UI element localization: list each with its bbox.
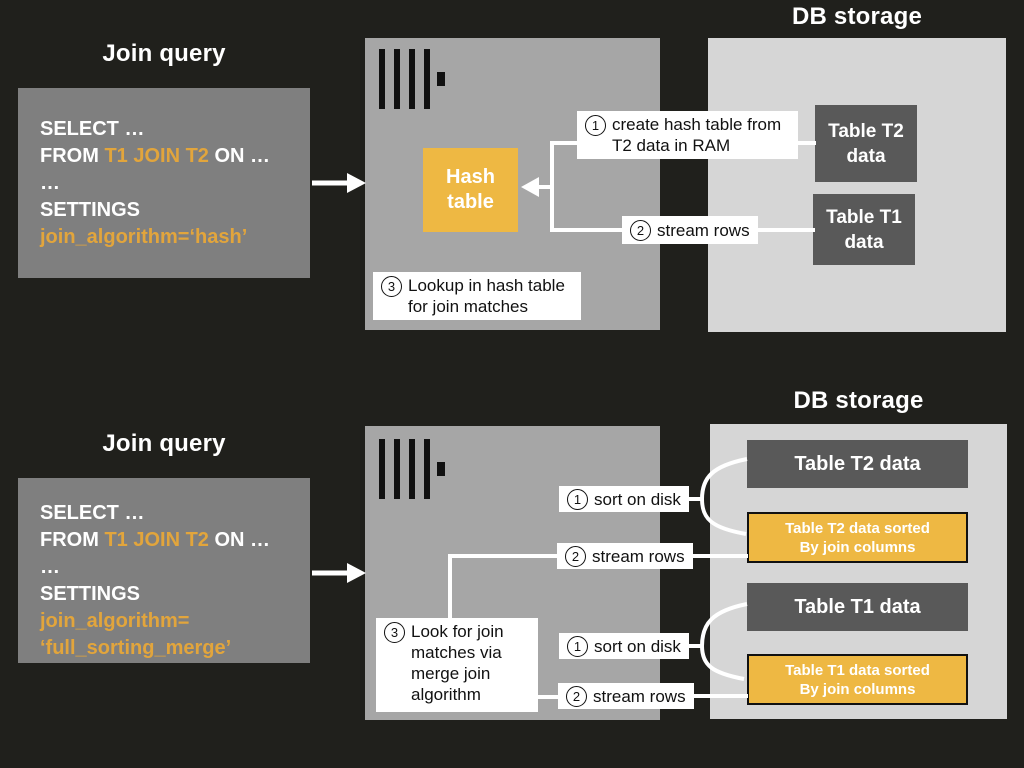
step-number-icon: 1 <box>585 115 606 136</box>
step-merge-lookup-label: 3 Look for join matches via merge join a… <box>376 618 538 712</box>
step-lookup-text: Lookup in hash table for join matches <box>408 276 565 316</box>
join-tables: T1 JOIN T2 <box>104 529 209 551</box>
query-to-server-arrowhead <box>347 563 366 583</box>
table-t2-sorted-line2: By join columns <box>799 538 916 556</box>
query-line-ellipsis: … <box>40 556 60 578</box>
table-t1-sorted-line1: Table T1 data sorted <box>785 661 930 679</box>
step-number-icon: 1 <box>567 635 588 657</box>
hash-join-query-title: Join query <box>102 40 226 67</box>
query-line-from: FROM T1 JOIN T2 ON … <box>40 527 300 554</box>
query-line-select: SELECT … <box>40 502 145 524</box>
on-clause: ON … <box>208 529 271 551</box>
from-keyword: FROM <box>40 145 105 167</box>
clickhouse-logo-icon <box>379 439 445 499</box>
step-sort-t2-label: 1 sort on disk <box>559 486 689 512</box>
query-line-from: FROM T1 JOIN T2 ON … <box>40 143 300 170</box>
step-sort-t1-text: sort on disk <box>594 636 681 656</box>
merge-join-query-box: SELECT … FROM T1 JOIN T2 ON … … SETTINGS… <box>18 478 310 663</box>
query-line-algorithm: join_algorithm=‘hash’ <box>40 226 248 248</box>
query-line-ellipsis: … <box>40 172 60 194</box>
step-number-icon: 2 <box>630 219 651 241</box>
query-line-select: SELECT … <box>40 118 145 140</box>
join-tables: T1 JOIN T2 <box>104 145 209 167</box>
on-clause: ON … <box>208 145 271 167</box>
table-t1-data-label: Table T1 data <box>794 595 921 618</box>
step-number-icon: 3 <box>384 622 405 643</box>
hash-join-db-storage-box <box>708 38 1006 332</box>
table-t2-data-box: Table T2 data <box>747 440 968 488</box>
table-t1-sorted-line2: By join columns <box>799 680 916 698</box>
step-merge-lookup-text: Look for join matches via merge join alg… <box>411 622 504 704</box>
step-number-icon: 2 <box>565 545 586 567</box>
hash-join-db-storage-title: DB storage <box>791 3 923 30</box>
table-t1-data-box: Table T1 data <box>747 583 968 631</box>
step-stream-t1-label: 2 stream rows <box>558 683 694 709</box>
table-t1-data-box: Table T1 data <box>813 194 915 265</box>
step-sort-t2-text: sort on disk <box>594 489 681 509</box>
step-number-icon: 1 <box>567 488 588 510</box>
merge-join-db-storage-title: DB storage <box>793 387 924 414</box>
step-create-hash-text: create hash table from T2 data in RAM <box>612 115 782 155</box>
table-t2-data-box: Table T2 data <box>815 105 917 182</box>
hash-table-box: Hash table <box>423 148 518 232</box>
step-lookup-label: 3 Lookup in hash table for join matches <box>373 272 581 320</box>
merge-join-query-title: Join query <box>102 430 226 457</box>
step-stream-rows-label: 2 stream rows <box>622 216 758 244</box>
step-stream-t2-text: stream rows <box>592 546 685 566</box>
query-to-server-arrowhead <box>347 173 366 193</box>
hash-table-label: Hash table <box>446 166 495 213</box>
step-number-icon: 3 <box>381 276 402 297</box>
query-line-settings: SETTINGS <box>40 583 141 605</box>
table-t1-data-label: Table T1 data <box>826 206 902 253</box>
query-line-settings: SETTINGS <box>40 199 141 221</box>
step-stream-t1-text: stream rows <box>593 686 686 706</box>
step-create-hash-label: 1 create hash table from T2 data in RAM <box>577 111 798 159</box>
table-t2-data-label: Table T2 data <box>794 452 921 475</box>
table-t2-sorted-box: Table T2 data sorted By join columns <box>747 512 968 563</box>
step-sort-t1-label: 1 sort on disk <box>559 633 689 659</box>
from-keyword: FROM <box>40 529 105 551</box>
step-number-icon: 2 <box>566 685 587 707</box>
step-stream-rows-text: stream rows <box>657 220 750 240</box>
table-t1-sorted-box: Table T1 data sorted By join columns <box>747 654 968 705</box>
step-stream-t2-label: 2 stream rows <box>557 543 693 569</box>
table-t2-data-label: Table T2 data <box>828 120 904 167</box>
table-t2-sorted-line1: Table T2 data sorted <box>785 519 930 537</box>
clickhouse-logo-icon <box>379 49 445 109</box>
query-line-algorithm-2: ‘full_sorting_merge’ <box>40 637 232 659</box>
hash-join-query-box: SELECT … FROM T1 JOIN T2 ON … … SETTINGS… <box>18 88 310 278</box>
query-line-algorithm-1: join_algorithm= <box>40 610 190 632</box>
